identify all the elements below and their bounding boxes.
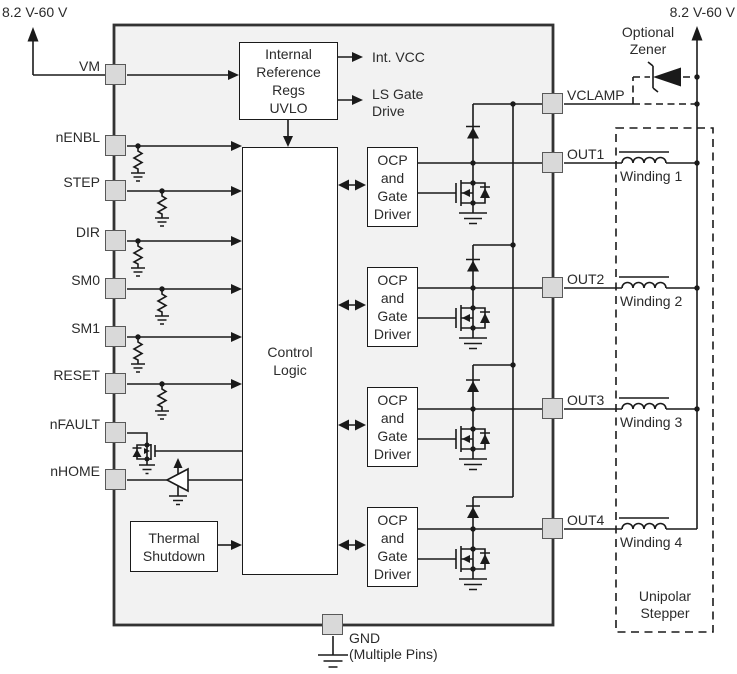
internal-ref-line1: Internal: [265, 46, 312, 62]
pin-nhome: [105, 469, 126, 490]
control-logic-label: Control Logic: [267, 344, 313, 378]
supply-voltage-right: 8.2 V-60 V: [669, 4, 735, 20]
pin-out2: [542, 277, 563, 298]
winding-2-label: Winding 2: [620, 293, 683, 309]
pin-label-nenbl: nENBL: [55, 129, 100, 145]
zener-dashed-wires: [632, 76, 695, 105]
vclamp-bus: [473, 103, 542, 498]
winding-3-label: Winding 3: [620, 414, 683, 430]
ls-gate-drive-label: LS Gate Drive: [372, 86, 424, 119]
bidir-wires: [348, 184, 356, 546]
pulldown-resistor-icons: [131, 146, 169, 420]
internal-ref-line2: Reference: [256, 64, 321, 80]
pin-out4: [542, 518, 563, 539]
unipolar-stepper-label: Unipolar Stepper: [638, 588, 692, 621]
pin-reset: [105, 373, 126, 394]
output-channel-2: [418, 245, 542, 350]
pin-label-reset: RESET: [53, 367, 100, 383]
reference-output-wires: [287, 56, 352, 136]
pin-label-dir: DIR: [75, 224, 100, 240]
pin-nfault: [105, 422, 126, 443]
supply-voltage-left: 8.2 V-60 V: [2, 4, 68, 20]
pin-label-out4: OUT4: [567, 512, 605, 528]
pin-label-out2: OUT2: [567, 271, 605, 287]
gnd-label: GND (Multiple Pins): [349, 630, 438, 662]
pin-label-out1: OUT1: [567, 146, 605, 162]
pin-label-vclamp: VCLAMP: [567, 87, 625, 103]
pin-label-out3: OUT3: [567, 392, 605, 408]
pin-vm: [105, 64, 126, 85]
pin-label-sm1: SM1: [71, 320, 100, 336]
winding-1-label: Winding 1: [620, 168, 683, 184]
pin-gnd: [322, 614, 343, 635]
pin-label-nhome: nHOME: [50, 463, 100, 479]
pin-out1: [542, 152, 563, 173]
pin-out3: [542, 398, 563, 419]
thermal-shutdown-block: Thermal Shutdown: [130, 521, 218, 572]
pin-label-vm: VM: [79, 58, 100, 74]
pin-sm0: [105, 278, 126, 299]
pin-sm1: [105, 326, 126, 347]
vm-supply-wire: [32, 41, 105, 76]
control-logic-block: Control Logic: [242, 147, 338, 575]
unipolar-stepper-box: [615, 127, 714, 633]
int-vcc-label: Int. VCC: [372, 49, 425, 65]
pin-nenbl: [105, 135, 126, 156]
junction-dots: [135, 74, 700, 572]
pin-label-sm0: SM0: [71, 272, 100, 288]
gnd-ground-icon: [318, 636, 348, 668]
arrowheads: [27, 26, 703, 564]
pin-vclamp: [542, 93, 563, 114]
winding-4-label: Winding 4: [620, 534, 683, 550]
winding-inductor-icons: [564, 151, 697, 530]
internal-reference-block: Internal Reference Regs UVLO: [239, 42, 338, 120]
pin-dir: [105, 230, 126, 251]
pin-label-step: STEP: [63, 174, 100, 190]
internal-ref-line3: Regs: [272, 82, 305, 98]
pin-step: [105, 180, 126, 201]
pin-label-nfault: nFAULT: [49, 416, 100, 432]
optional-zener-label: Optional Zener: [621, 24, 675, 57]
input-wires: [127, 145, 231, 385]
nhome-buffer-icon: [127, 466, 242, 506]
internal-ref-line4: UVLO: [269, 100, 308, 116]
